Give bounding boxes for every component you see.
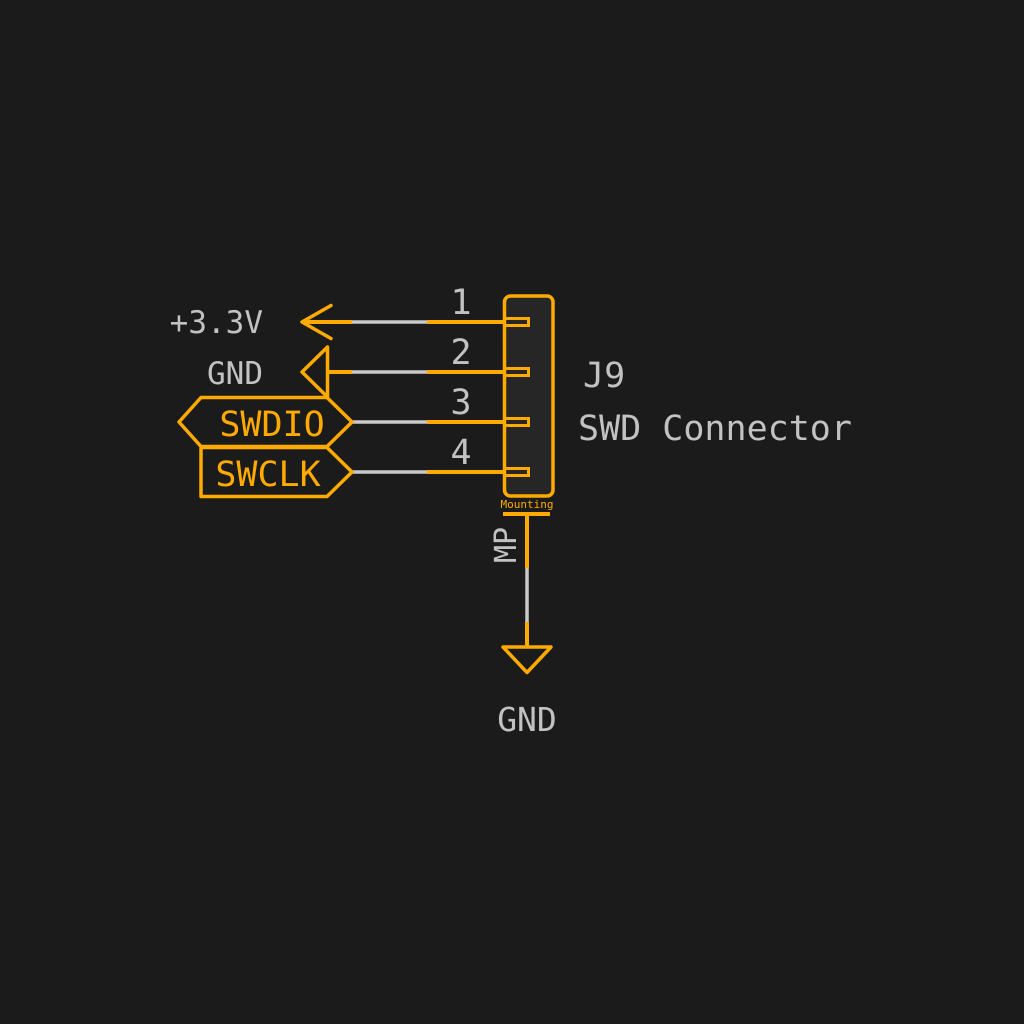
connector-symbol[interactable]: 1 2 3 4 Mounting MP J9 SWD Connector	[450, 283, 851, 563]
ground-symbol-label: GND	[497, 700, 557, 739]
power-label-3v3[interactable]: +3.3V	[170, 303, 333, 341]
pin-number-1: 1	[450, 283, 471, 323]
pin-number-2: 2	[450, 333, 471, 373]
mounting-pin-designator: MP	[489, 527, 524, 563]
global-label-swclk[interactable]: SWCLK	[199, 445, 354, 499]
global-label-swdio[interactable]: SWDIO	[177, 395, 354, 449]
global-label-swclk-text: SWCLK	[215, 455, 320, 495]
component-value: SWD Connector	[578, 409, 852, 449]
pin-number-3: 3	[450, 383, 471, 423]
pin-stub-3	[503, 417, 530, 427]
power-label-gnd[interactable]: GND	[207, 345, 330, 399]
pin-stub-4	[503, 467, 530, 477]
power-triangle-icon	[300, 345, 330, 399]
power-label-3v3-text: +3.3V	[170, 305, 263, 341]
component-reference: J9	[583, 356, 625, 396]
mounting-pin-name: Mounting	[501, 498, 554, 511]
ground-symbol[interactable]: GND	[497, 645, 557, 739]
global-label-input-outline	[199, 445, 354, 499]
pin-stub-1	[503, 317, 530, 327]
pin-number-4: 4	[450, 433, 471, 473]
pin-stub-2	[503, 367, 530, 377]
global-label-swdio-text: SWDIO	[219, 405, 324, 445]
power-arrow-icon	[300, 303, 333, 341]
power-label-gnd-text: GND	[207, 356, 263, 392]
connector-body	[502, 294, 555, 498]
ground-triangle-icon	[501, 645, 553, 675]
